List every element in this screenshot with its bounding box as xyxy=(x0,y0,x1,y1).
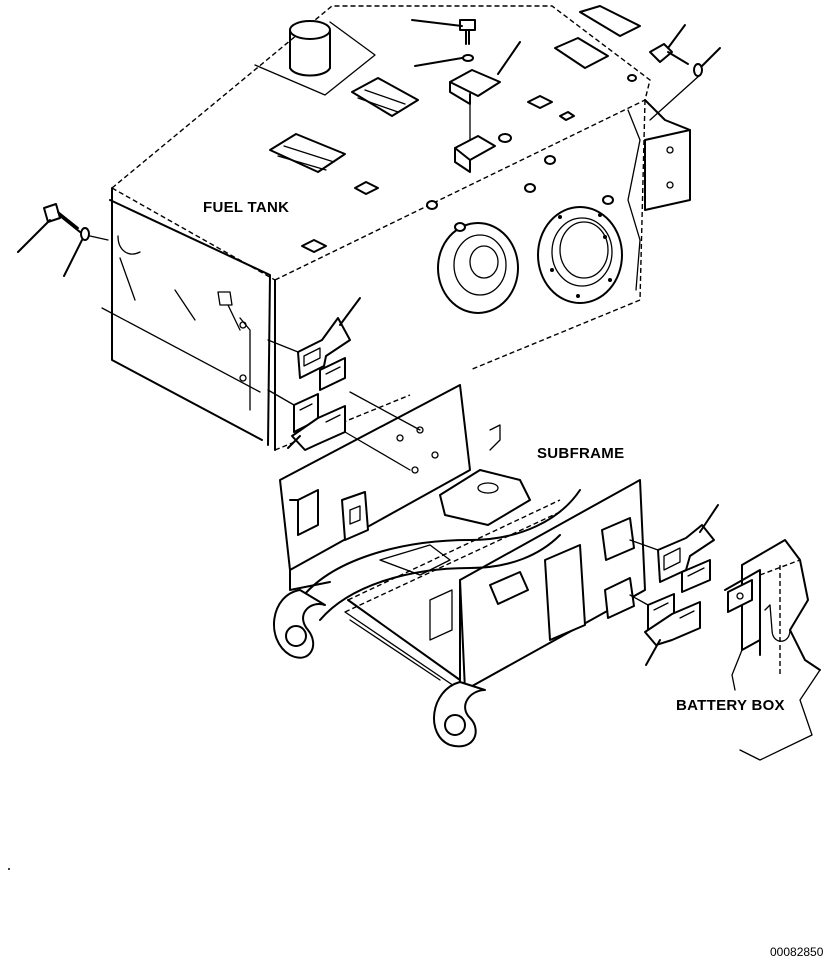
battery-box xyxy=(724,539,821,761)
fuel-tank-label: FUEL TANK xyxy=(203,199,290,216)
shim-packs-right xyxy=(629,504,719,666)
fuel-tank xyxy=(17,5,721,451)
shim-packs-left xyxy=(267,297,421,471)
subframe xyxy=(273,384,646,748)
battery-box-label: BATTERY BOX xyxy=(676,697,785,714)
drawing-code: 00082850 xyxy=(770,945,824,959)
subframe-label: SUBFRAME xyxy=(537,445,625,462)
